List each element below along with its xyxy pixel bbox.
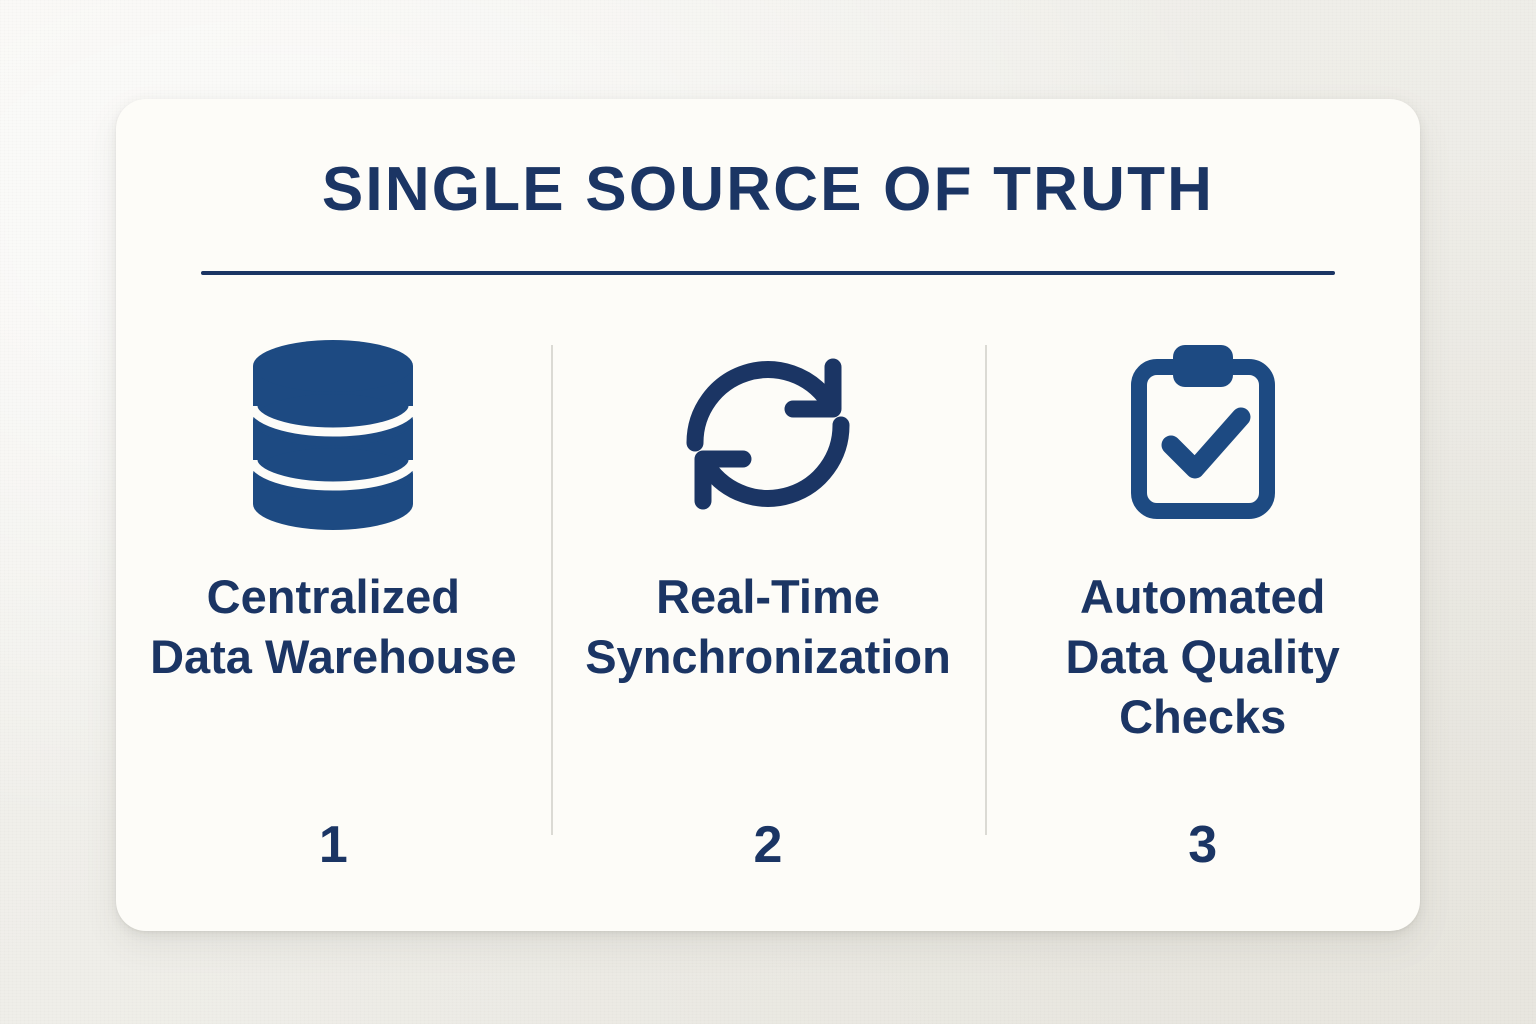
clipboard-check-icon	[1123, 329, 1283, 539]
feature-label-1: Centralized Data Warehouse	[150, 570, 517, 684]
page-title: SINGLE SOURCE OF TRUTH	[321, 155, 1215, 224]
feature-number-3: 3	[1188, 816, 1218, 874]
feature-column-2: Real-Time Synchronization 2	[550, 329, 986, 871]
title-divider-rule	[201, 271, 1335, 275]
feature-number-2: 2	[753, 816, 783, 874]
infographic-card: SINGLE SOURCE OF TRUTH	[116, 99, 1420, 931]
feature-columns: Centralized Data Warehouse 1	[116, 329, 1420, 871]
sync-icon	[673, 329, 863, 539]
feature-column-1: Centralized Data Warehouse 1	[116, 329, 551, 871]
feature-column-3: Automated Data Quality Checks 3	[985, 329, 1420, 871]
feature-label-2: Real-Time Synchronization	[585, 570, 951, 684]
feature-number-1: 1	[318, 816, 348, 874]
database-icon	[245, 329, 421, 539]
feature-label-3: Automated Data Quality Checks	[1065, 570, 1340, 744]
